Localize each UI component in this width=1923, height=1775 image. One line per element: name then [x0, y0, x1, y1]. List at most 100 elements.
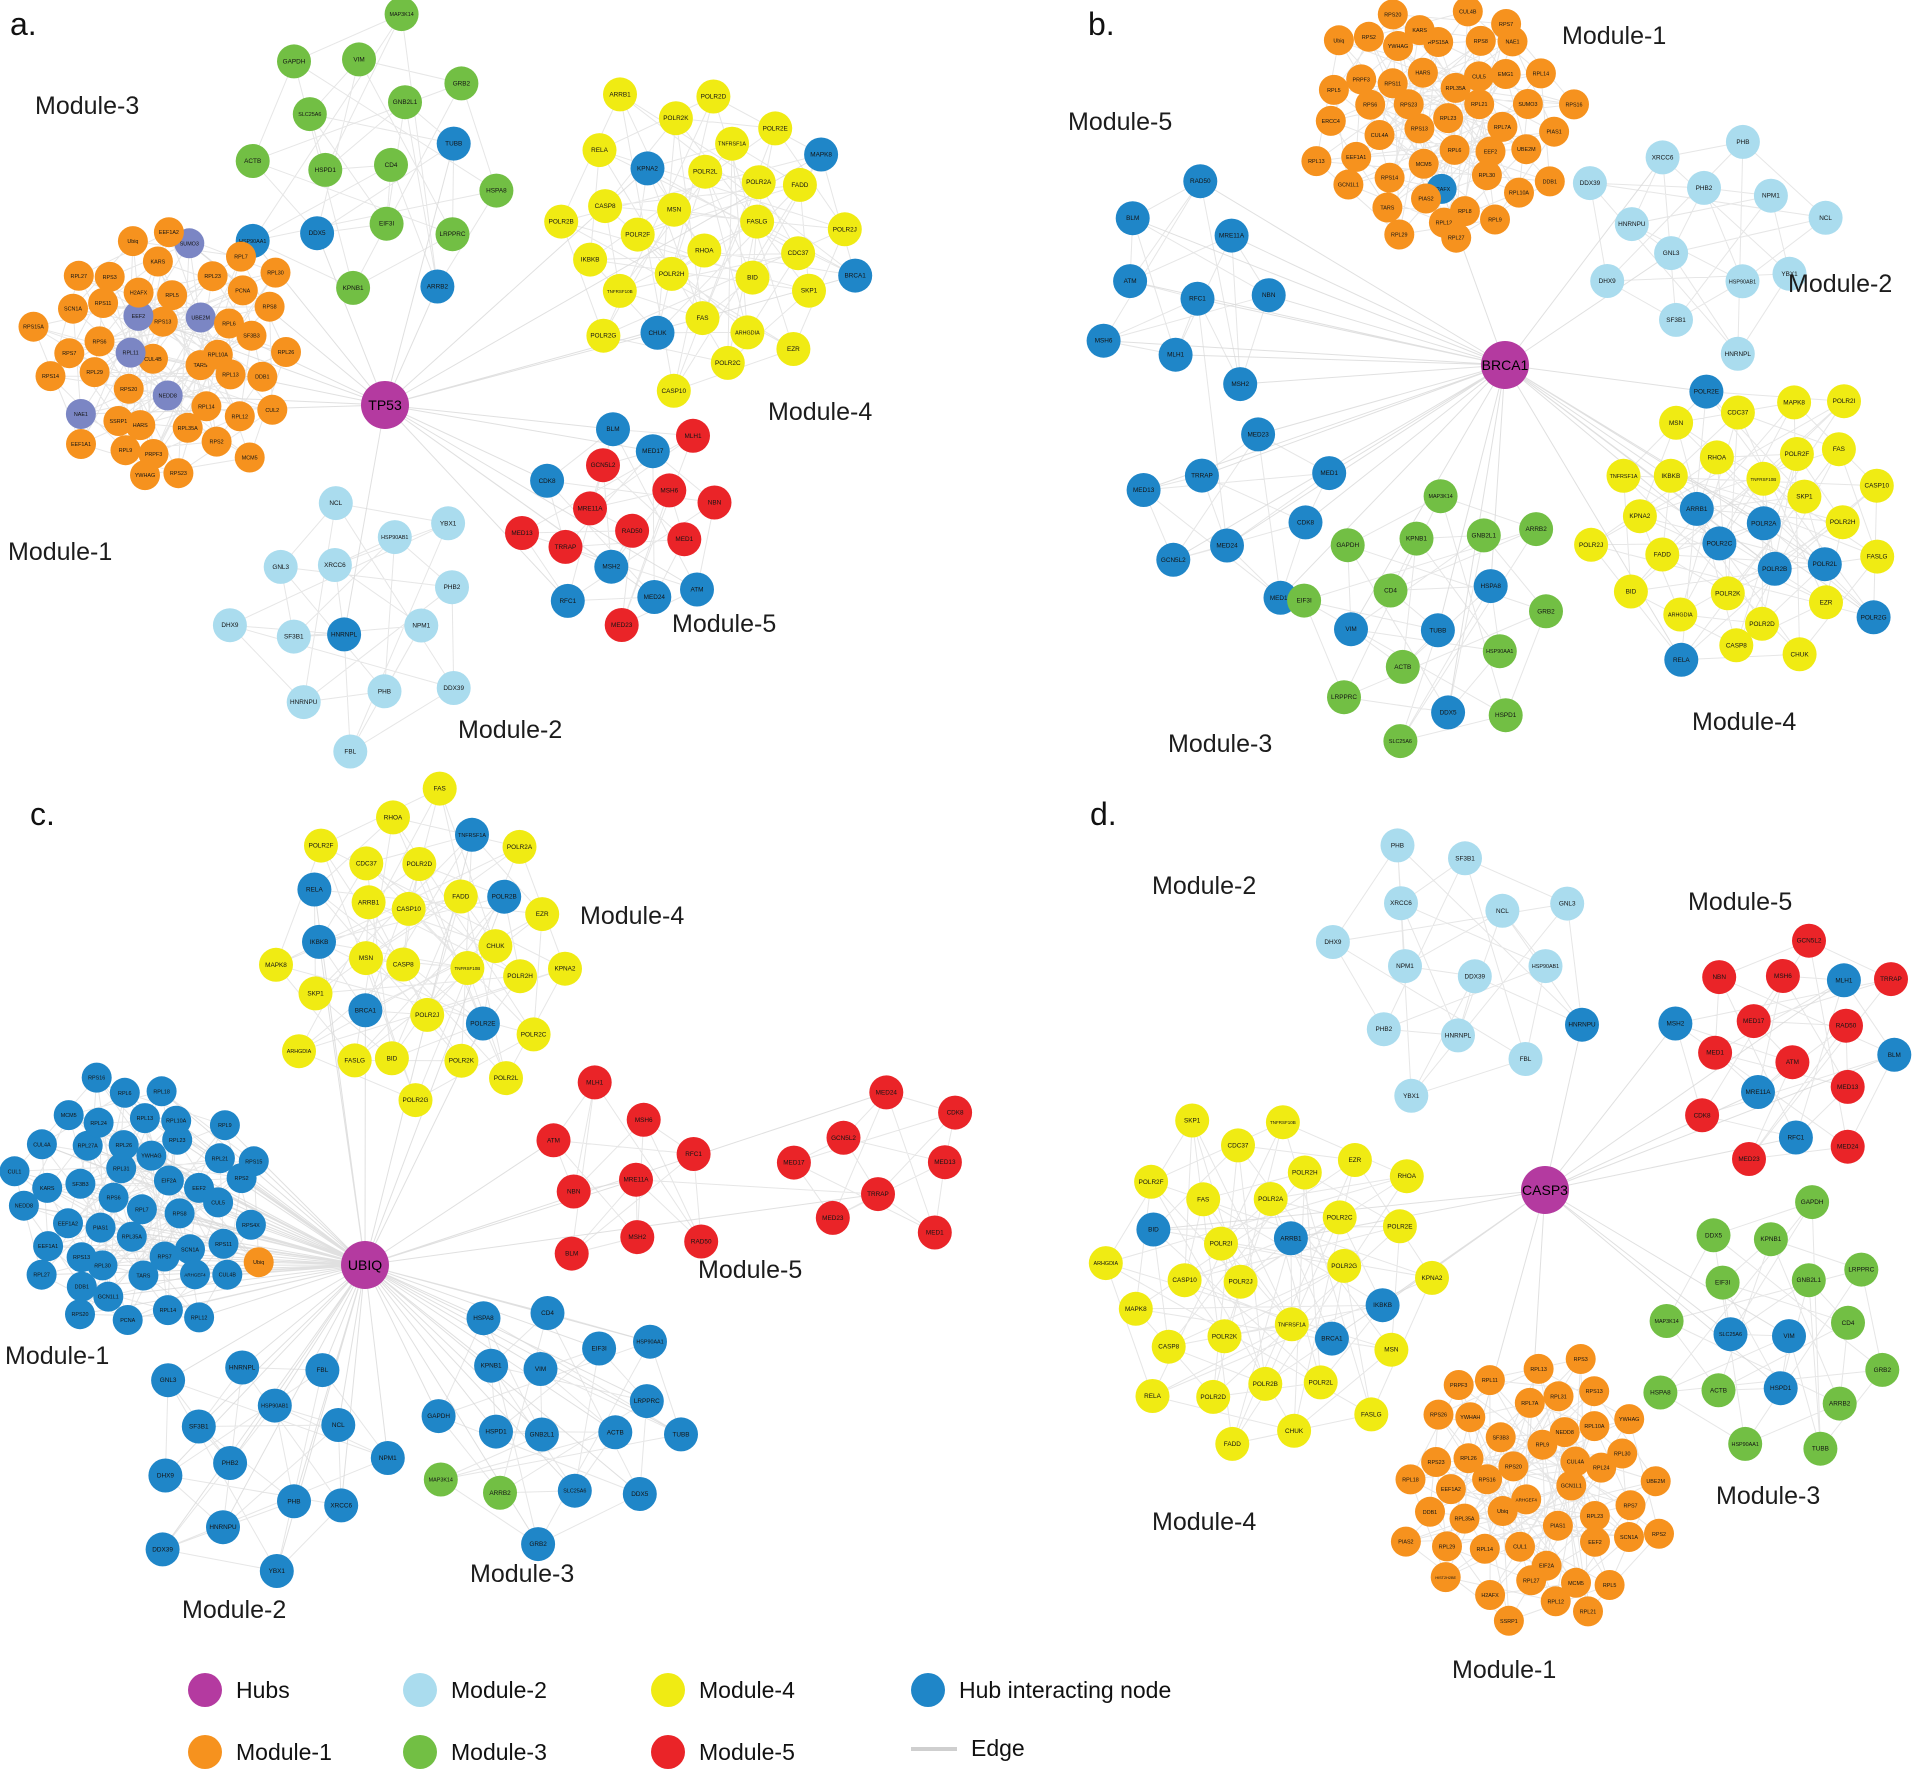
node-label: FAS: [696, 315, 708, 322]
node-label: RPL13: [137, 1116, 153, 1122]
node-label: RPL10A: [166, 1119, 186, 1125]
node-med13: [927, 1145, 962, 1180]
node-label: RPL35A: [122, 1235, 142, 1241]
node-casp10: [1167, 1263, 1202, 1298]
node-label: ARRB1: [609, 91, 631, 98]
node-rps7: [1491, 9, 1522, 39]
node-label: EEF1A1: [1346, 155, 1366, 161]
node-label: HARS: [133, 423, 148, 429]
node-label: NBN: [1262, 292, 1276, 299]
node-scn1a: [1614, 1522, 1644, 1552]
node-gapdh: [1330, 528, 1365, 563]
node-arrb2: [483, 1475, 517, 1510]
node-label: RPL29: [86, 370, 102, 376]
node-ddx5: [300, 216, 335, 251]
node-label: EZR: [1349, 1157, 1362, 1164]
node-label: RPL21: [1471, 102, 1487, 108]
node-label: TARS: [136, 1274, 150, 1280]
node-label: RPS20: [1384, 12, 1401, 18]
node-label: POLR2H: [659, 271, 685, 278]
node-label: MAPK8: [265, 962, 287, 969]
node-cd4: [530, 1296, 565, 1330]
node-rpl13: [215, 359, 246, 390]
node-gnb2l1: [1466, 518, 1501, 553]
node-mre11a: [619, 1162, 653, 1197]
node-vim: [1334, 612, 1368, 647]
node-label: EEF2: [192, 1186, 205, 1192]
node-label: NBN: [1712, 974, 1726, 981]
node-label: RPL27: [33, 1273, 49, 1279]
node-label: RPL30: [1479, 173, 1495, 179]
node-label: POLR2A: [1258, 1196, 1284, 1203]
node-ncl: [318, 486, 353, 521]
node-rpl14: [1525, 58, 1556, 89]
node-label: POLR2J: [833, 226, 857, 233]
node-label: VIM: [1783, 1333, 1794, 1340]
node-label: ARRB1: [1686, 506, 1708, 513]
hub-casp3: [1521, 1166, 1569, 1214]
node-label: ACTB: [1394, 664, 1411, 671]
node-label: CASP8: [1726, 642, 1747, 649]
node-faslg: [740, 204, 775, 239]
node-gcn1l1: [93, 1281, 124, 1312]
node-label: RFC1: [685, 1151, 702, 1158]
node-label: CUL4A: [1371, 133, 1389, 139]
node-label: TRRAP: [555, 544, 577, 551]
node-label: TNFRSF10B: [607, 289, 633, 294]
node-sf3b3: [65, 1168, 96, 1199]
node-rpl9: [1480, 204, 1510, 235]
node-rfc1: [676, 1137, 711, 1171]
node-label: ATM: [1124, 278, 1137, 285]
node-rpl11: [115, 337, 146, 368]
nodes-layer: CD4HSPD1GNB2L1EIF3ISLC25A6TUBBDDX5VIMLRP…: [0, 0, 1912, 1636]
node-rpl9: [209, 1110, 240, 1141]
node-label: MED1: [1706, 1050, 1724, 1057]
node-grb2: [1529, 594, 1563, 629]
node-label: DHX9: [1324, 939, 1341, 946]
node-arhgef4: [180, 1259, 210, 1290]
node-rhoa: [376, 800, 410, 835]
node-label: GRB2: [453, 80, 471, 87]
node-grb2: [521, 1527, 556, 1562]
node-rpl27: [63, 260, 94, 291]
node-rpl21: [204, 1143, 235, 1174]
node-label: HSP90AB1: [261, 1404, 288, 1410]
node-slc25a6: [1383, 724, 1418, 759]
node-label: RPL12: [191, 1315, 207, 1321]
node-label: MCM5: [61, 1113, 77, 1119]
node-map3k14: [384, 0, 419, 32]
node-rpl27: [1516, 1565, 1547, 1596]
node-label: LRPPRC: [1848, 1267, 1874, 1274]
node-arrb1: [1679, 491, 1714, 526]
node-ube2m: [1511, 134, 1542, 165]
node-phb: [1725, 124, 1760, 159]
node-hsp90aa1: [633, 1324, 667, 1359]
node-label: ATM: [1786, 1059, 1799, 1066]
node-ybx1: [431, 506, 466, 541]
node-label: RHOA: [384, 814, 403, 821]
node-label: HNRNPU: [1568, 1022, 1596, 1029]
node-label: SSRP1: [110, 419, 128, 425]
node-polr2g: [586, 318, 621, 353]
node-polr2c: [1322, 1200, 1357, 1235]
node-label: RPL27: [71, 274, 87, 280]
node-polr2b: [1757, 551, 1792, 586]
node-med1: [1698, 1035, 1733, 1070]
node-rpl12: [184, 1302, 215, 1333]
node-eef2: [1580, 1526, 1610, 1557]
node-label: EEF1A2: [1441, 1487, 1461, 1493]
node-label: RPL27A: [78, 1144, 98, 1150]
node-ncl: [321, 1408, 356, 1442]
node-h2afx: [1475, 1580, 1506, 1610]
node-label: RPS3: [103, 275, 117, 281]
node-npm1: [1753, 178, 1788, 213]
node-label: SLC25A6: [1389, 739, 1412, 745]
node-eif3i: [582, 1331, 617, 1366]
node-label: SUMO3: [180, 241, 199, 247]
node-hnrnpu: [206, 1510, 240, 1545]
node-rad50: [684, 1224, 719, 1259]
node-label: MAPK8: [1125, 1306, 1147, 1313]
node-label: KPNA2: [555, 966, 576, 973]
node-label: GCN1L1: [1338, 183, 1359, 189]
node-label: HSPD1: [1495, 712, 1517, 719]
